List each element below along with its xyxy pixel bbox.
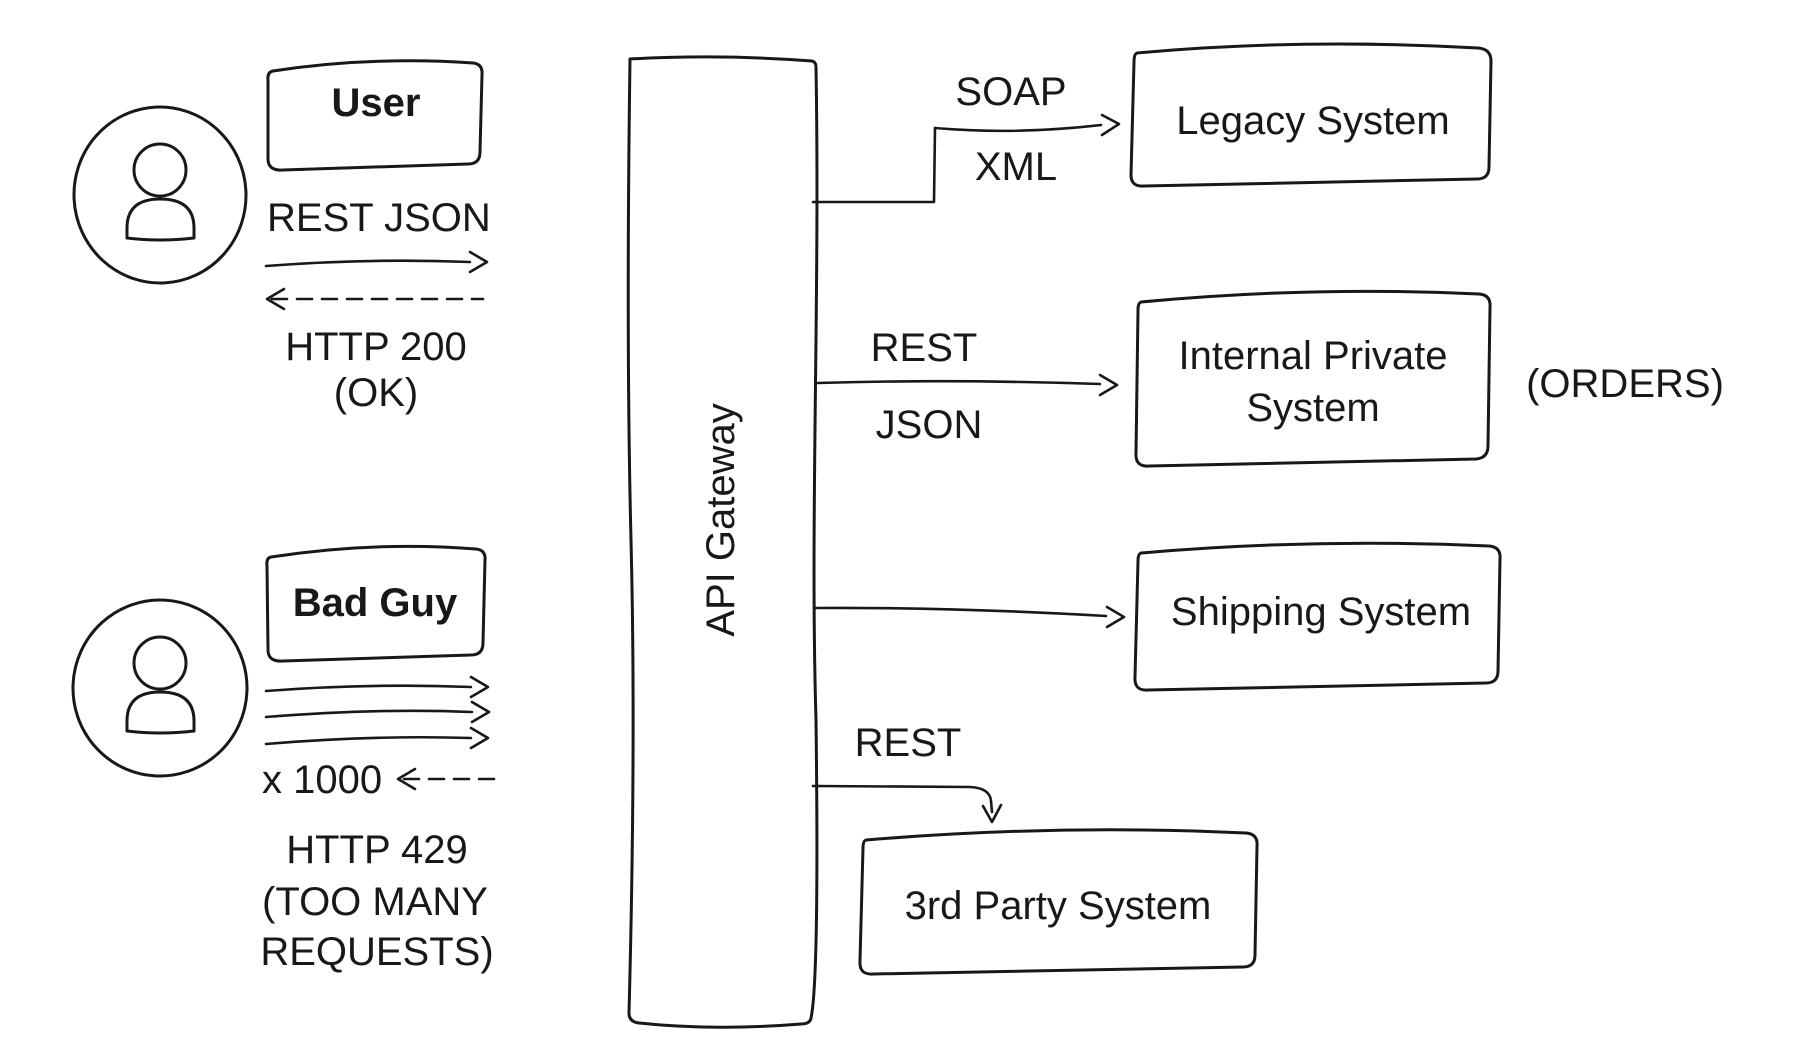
user-label: User (332, 81, 421, 125)
user-avatar-head (132, 142, 188, 198)
bad-guy-response-note-2: REQUESTS) (260, 930, 493, 974)
bad-guy-response-arrow (396, 767, 499, 791)
bad-guy-response-note-1: (TOO MANY (262, 880, 488, 924)
legacy-protocol-label: SOAP (955, 70, 1066, 114)
internal-system-label-line1: Internal Private (1178, 334, 1447, 378)
third-party-system-label: 3rd Party System (905, 884, 1212, 928)
internal-connector-line (816, 379, 1102, 386)
bad-guy-box (265, 544, 487, 663)
flood-arrow-line-2 (264, 709, 474, 719)
user-response-status: HTTP 200 (285, 325, 467, 369)
soap-connector-line (933, 123, 1103, 133)
third-party-connector (811, 784, 1003, 824)
bad-guy-flood-arrows (264, 675, 491, 750)
internal-connector (816, 373, 1119, 397)
orders-note: (ORDERS) (1526, 362, 1724, 406)
bad-guy-response-status: HTTP 429 (286, 828, 468, 872)
user-avatar-circle (72, 105, 248, 285)
soap-connector-elbow (811, 126, 937, 204)
internal-system-label-line2: System (1246, 386, 1379, 430)
user-avatar-body (125, 197, 196, 242)
third-party-connector-line (811, 784, 994, 814)
user-request-label: REST JSON (267, 196, 491, 240)
user-response-arrowhead (265, 287, 286, 311)
user-response-status-note: (OK) (334, 371, 418, 415)
flood-arrowhead-2 (470, 700, 491, 724)
shipping-system-label: Shipping System (1171, 590, 1471, 634)
api-gateway-box (626, 55, 819, 1029)
flood-arrowhead-1 (469, 675, 490, 699)
internal-format-label: JSON (876, 403, 983, 447)
bad-guy-response-arrowhead (396, 767, 417, 791)
bad-guy-avatar-icon (71, 598, 249, 778)
shipping-system-box (1133, 541, 1502, 692)
soap-connector (811, 113, 1121, 204)
internal-protocol-label: REST (871, 326, 978, 370)
third-party-system-box (858, 828, 1259, 976)
user-request-arrow-line (264, 259, 472, 268)
shipping-connector-line (812, 606, 1108, 618)
bad-guy-avatar-head (132, 635, 188, 691)
bad-guy-multiplier: x 1000 (262, 758, 382, 802)
shipping-connector (812, 605, 1126, 629)
bad-guy-label: Bad Guy (293, 581, 458, 625)
third-party-protocol-label: REST (855, 721, 962, 765)
internal-connector-arrowhead (1098, 373, 1119, 397)
user-avatar-icon (72, 105, 248, 285)
user-request-arrow (264, 250, 489, 274)
legacy-system-box (1129, 42, 1493, 188)
legacy-format-label: XML (975, 145, 1057, 189)
legacy-system-label: Legacy System (1176, 99, 1449, 143)
bad-guy-avatar-body (125, 690, 196, 735)
shipping-connector-arrowhead (1105, 605, 1126, 629)
user-request-arrowhead (468, 250, 489, 274)
flood-arrow-line-1 (264, 684, 473, 693)
flood-arrow-line-3 (264, 735, 473, 746)
user-box (266, 59, 484, 172)
internal-system-box (1134, 289, 1492, 468)
third-party-connector-arrowhead (981, 803, 1003, 824)
flood-arrowhead-3 (469, 726, 490, 750)
soap-connector-arrowhead (1100, 113, 1121, 137)
bad-guy-avatar-circle (71, 598, 249, 778)
api-gateway-label: API Gateway (699, 403, 743, 636)
user-response-arrow (265, 287, 485, 311)
